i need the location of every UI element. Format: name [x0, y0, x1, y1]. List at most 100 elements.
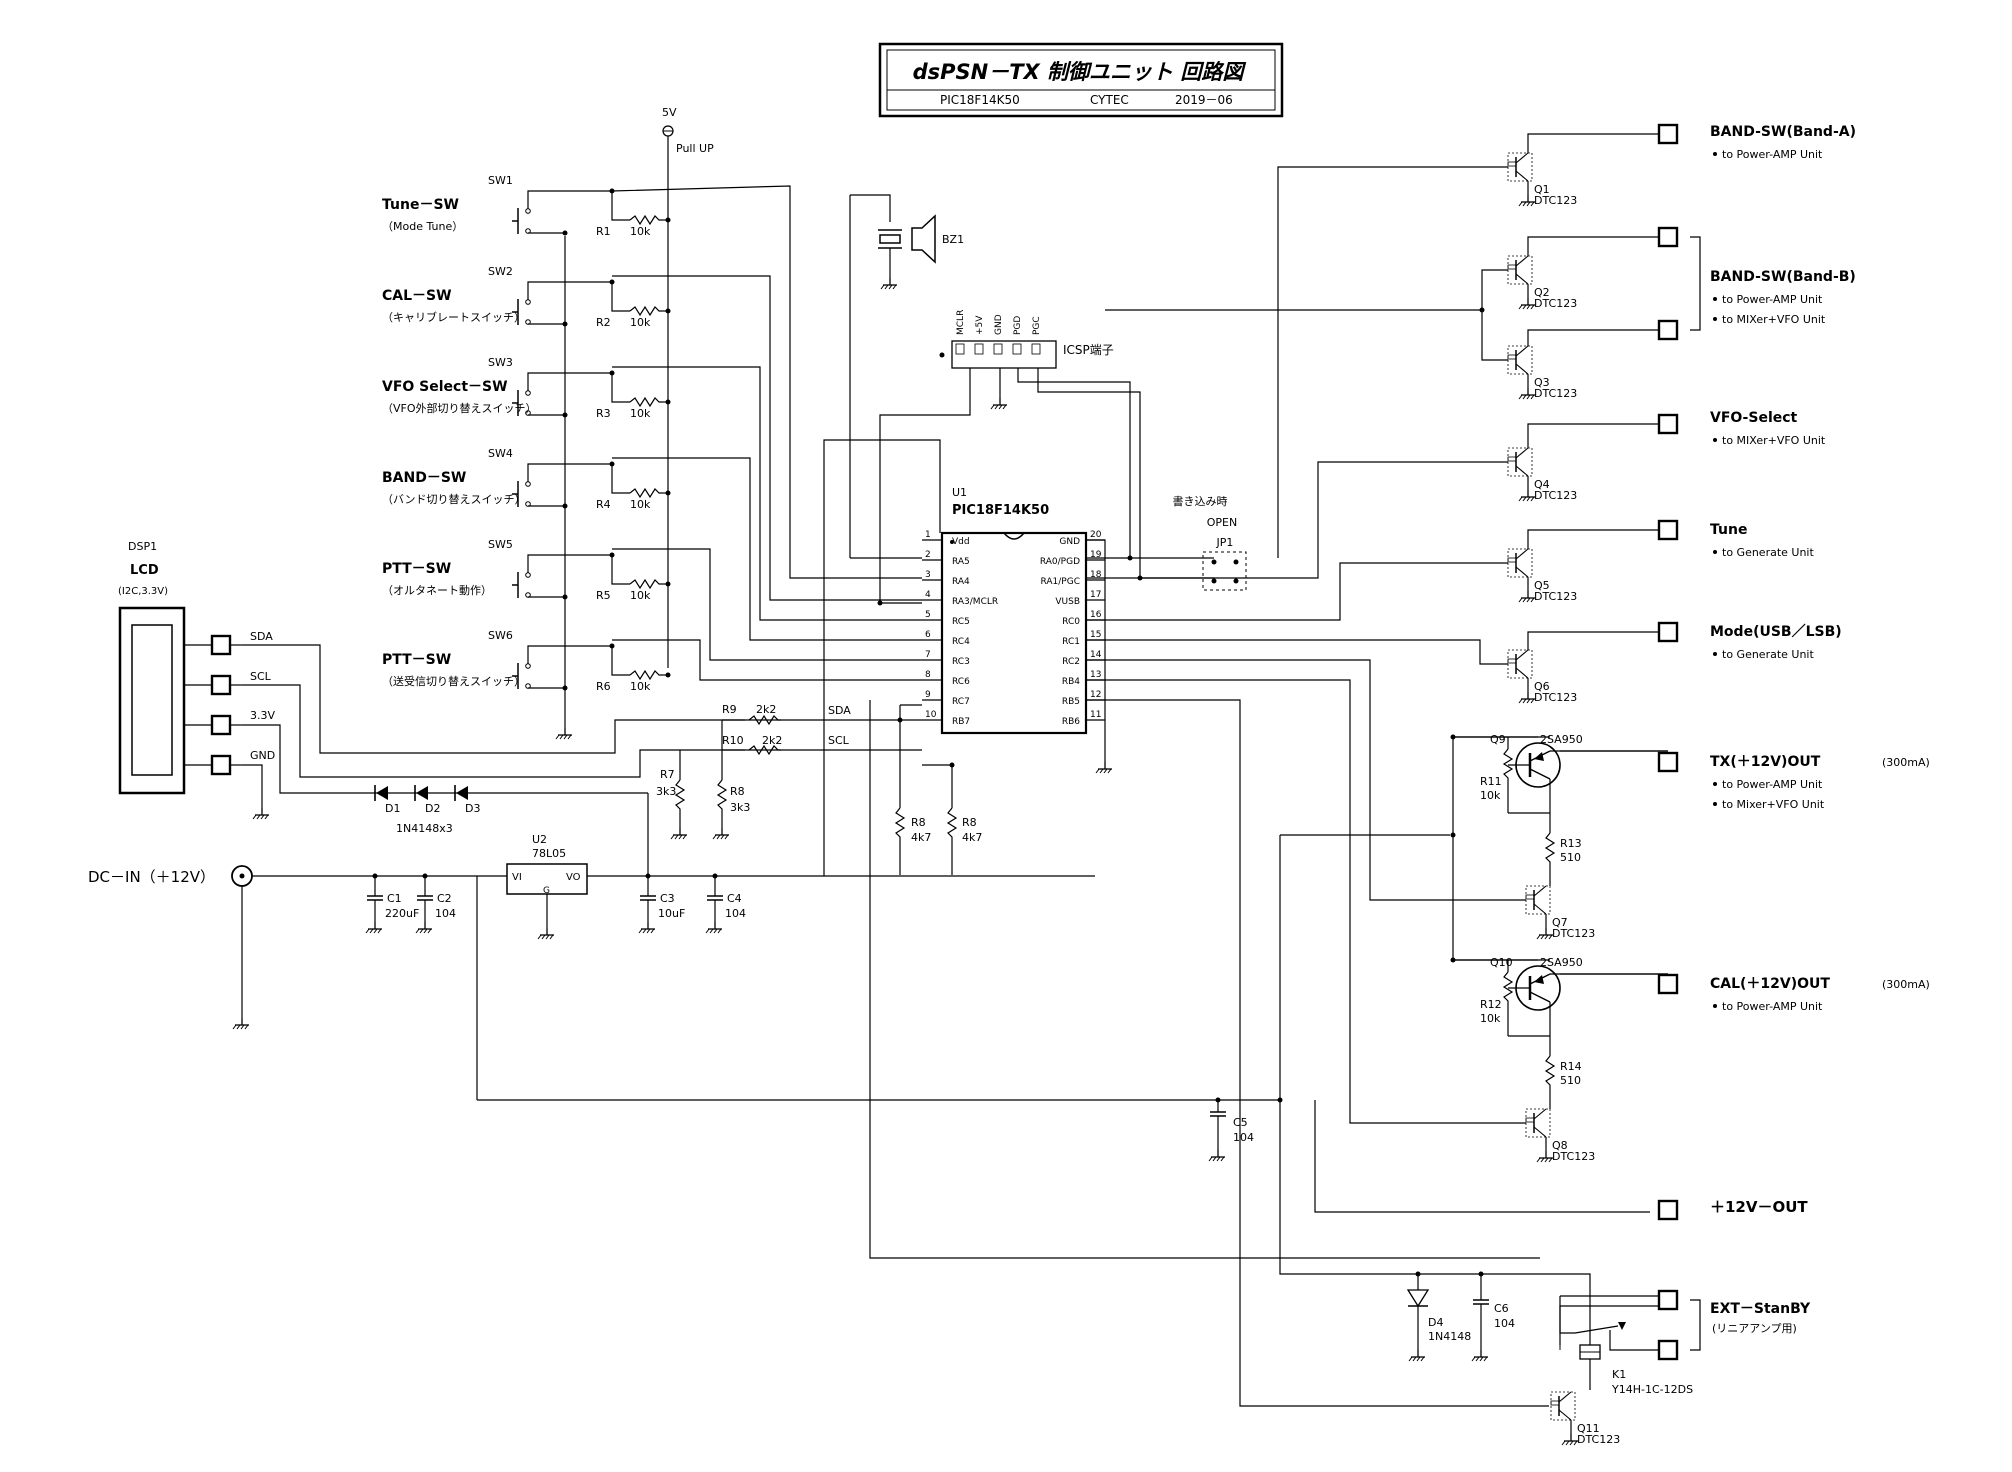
mcu-pin-number: 9 [925, 690, 931, 700]
transistor-part: DTC123 [1534, 387, 1577, 400]
wire [1527, 423, 1659, 448]
pnp-rc-ref: R14 [1560, 1060, 1582, 1073]
wire [1527, 529, 1659, 549]
d4-val: 1N4148 [1428, 1330, 1471, 1343]
wire [1527, 236, 1659, 256]
transistor-ref: Q2 [1534, 286, 1550, 299]
r8c-ref: R8 [962, 816, 977, 829]
mcu-pin-number: 2 [925, 550, 931, 560]
junction-dot [562, 503, 568, 509]
switch-contact [525, 208, 531, 214]
icsp-pin-box [1031, 343, 1041, 355]
output-connector-pad [1657, 226, 1679, 248]
title-maker: CYTEC [1090, 93, 1129, 107]
bullet [1713, 152, 1717, 156]
ground-symbol [1561, 1433, 1579, 1446]
ground-symbol [1536, 927, 1554, 940]
switch-sub: （キャリブレートスイッチ） [382, 310, 525, 324]
resistor-ref: R5 [596, 589, 611, 602]
ground-symbol [1518, 194, 1536, 207]
output-current: (300mA) [1882, 978, 1930, 991]
diode-symbol [416, 786, 428, 800]
icsp-pin-box [993, 343, 1003, 355]
resistor-ref: R2 [596, 316, 611, 329]
switch-ref: SW3 [488, 356, 513, 369]
output-1: BAND-SW(Band-A)to Power-AMP Unit [1657, 123, 1856, 161]
ground-symbol [705, 921, 723, 934]
mcu-pin-number: 5 [925, 610, 931, 620]
k1-ref: K1 [1612, 1368, 1626, 1381]
mcu-pin-name: RC0 [1062, 617, 1080, 627]
lcd-connector-pad [210, 634, 232, 656]
mcu-pin-name: VUSB [1055, 597, 1080, 607]
resistor-val: 10k [630, 498, 651, 511]
d1-ref: D1 [385, 802, 400, 815]
output-title: BAND-SW(Band-B) [1710, 269, 1856, 285]
switch-contact [525, 481, 531, 487]
transistor-ref: Q1 [1534, 183, 1550, 196]
mcu-pin-name: RA1/PGC [1041, 577, 1081, 587]
arrow [1534, 752, 1544, 761]
output-connector-pad [1657, 413, 1679, 435]
output-note: to Power-AMP Unit [1722, 293, 1823, 306]
capacitor [706, 895, 724, 901]
lcd-name: LCD [130, 563, 159, 578]
lcd-ref: DSP1 [128, 540, 157, 553]
r8b-ref: R8 [911, 816, 926, 829]
cap-ref: C2 [437, 892, 452, 905]
transistor-ref: Q7 [1552, 916, 1568, 929]
wire [612, 366, 922, 621]
output-8: ＋12V－OUT [1657, 1198, 1808, 1221]
collector-resistor [1545, 832, 1555, 866]
title-block: dsPSN－TX 制御ユニット 回路図 PIC18F14K50 CYTEC 20… [878, 42, 1284, 118]
ground-symbol [1518, 387, 1536, 400]
diode-symbol [456, 786, 468, 800]
switch-name: Tune－SW [382, 197, 459, 213]
output-note: to Generate Unit [1722, 648, 1814, 661]
transistor-symbol [1507, 447, 1533, 477]
switch-ref: SW5 [488, 538, 513, 551]
r8c-val: 4k7 [962, 831, 982, 844]
mcu-pin-name: RA5 [952, 557, 970, 567]
wire [1529, 991, 1551, 1003]
bullet [1713, 802, 1717, 806]
switch-name: PTT－SW [382, 652, 451, 668]
capacitor [366, 895, 384, 901]
bullet [1713, 550, 1717, 554]
lcd-pin-sda-label: SDA [250, 630, 273, 643]
output-note: to MIXer+VFO Unit [1722, 434, 1826, 447]
pnp-r-val: 10k [1480, 1012, 1501, 1025]
relay-section: D4 1N4148 C6 104 K1 Y14H-1C-12DS [1406, 1271, 1693, 1396]
mcu-pin-number: 10 [925, 710, 937, 720]
transistor-symbol [1507, 548, 1533, 578]
bullet [1713, 317, 1717, 321]
output-connector-pad [1657, 621, 1679, 643]
output-note: to Generate Unit [1722, 546, 1814, 559]
junction-dot [562, 321, 568, 327]
mcu-pin-name: RC3 [952, 657, 970, 667]
output-note: to Power-AMP Unit [1722, 1000, 1823, 1013]
icsp-label: ICSP端子 [1063, 343, 1114, 357]
wire [527, 372, 612, 391]
output-note: to MIXer+VFO Unit [1722, 313, 1826, 326]
reg-ref: U2 [532, 833, 547, 846]
transistor-part: DTC123 [1534, 489, 1577, 502]
wire [611, 555, 630, 585]
ground-symbol [1518, 297, 1536, 310]
icsp-pin-label: PGC [1032, 316, 1042, 335]
output-connector-pad [1657, 1339, 1679, 1361]
wire [1527, 631, 1659, 650]
pnp-part: 2SA950 [1540, 956, 1583, 969]
wire [527, 281, 612, 300]
junction-dot [1479, 307, 1485, 313]
c5-ref: C5 [1233, 1116, 1248, 1129]
mcu-pin-number: 17 [1090, 590, 1101, 600]
icsp-pin-label: +5V [975, 315, 985, 335]
pullup-label: Pull UP [676, 142, 714, 155]
transistor-ref: Q4 [1534, 478, 1550, 491]
cap-val: 104 [725, 907, 746, 920]
